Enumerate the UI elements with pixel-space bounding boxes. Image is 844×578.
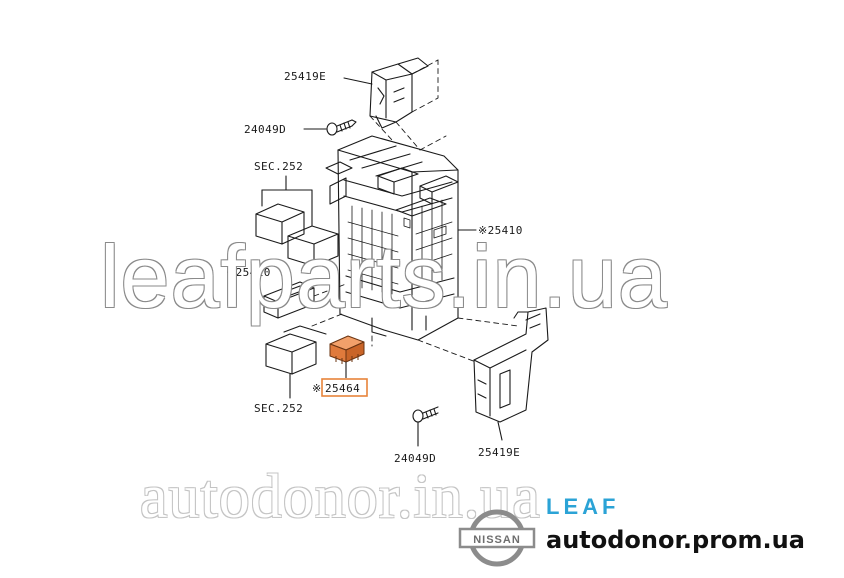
nissan-logo: NISSAN [458, 509, 536, 567]
relay-lower [265, 333, 317, 375]
label-fuse-prefix: ※ [312, 382, 322, 395]
label-block-main: ※25410 [478, 224, 523, 237]
left-connector-guides [311, 283, 347, 327]
fuse-callout-highlight [321, 378, 368, 397]
top-bracket-part [369, 57, 429, 129]
leader-bracket-top [343, 77, 373, 85]
bottom-bracket-guides [371, 317, 519, 363]
fuse-25464-part [329, 335, 365, 364]
bottom-bolt-part [412, 406, 439, 423]
top-bracket-guides [369, 59, 447, 151]
brand-site: autodonor.prom.ua [546, 526, 805, 554]
label-bracket-bottom: 25419E [478, 446, 520, 459]
label-bolt-bottom: 24049D [394, 452, 436, 465]
sec-top-leaders [261, 175, 313, 227]
fuse-block-top-relays [377, 167, 459, 217]
label-bracket-top: 25419E [284, 70, 326, 83]
label-bolt-top: 24049D [244, 123, 286, 136]
leader-bracket-bottom [497, 421, 503, 441]
brand-model: LEAF [546, 494, 620, 519]
label-sec-bottom: SEC.252 [254, 402, 303, 415]
fuse-block-left-connector [263, 281, 315, 319]
fuse-slot-grid [347, 199, 453, 295]
watermark-top: leafparts.in.ua [100, 227, 668, 326]
watermark-bottom: autodonor.in.ua [140, 463, 541, 531]
relay-upper-left [255, 203, 305, 245]
nissan-logo-text: NISSAN [473, 534, 521, 546]
relay-upper-right [287, 225, 339, 267]
label-block-left: ※25410 [226, 266, 271, 279]
relay-lower-back [283, 325, 327, 335]
label-fuse-part: 25464 [325, 382, 360, 395]
label-sec-top: SEC.252 [254, 160, 303, 173]
bottom-bracket-part [473, 307, 549, 423]
top-bolt-part [326, 119, 357, 136]
